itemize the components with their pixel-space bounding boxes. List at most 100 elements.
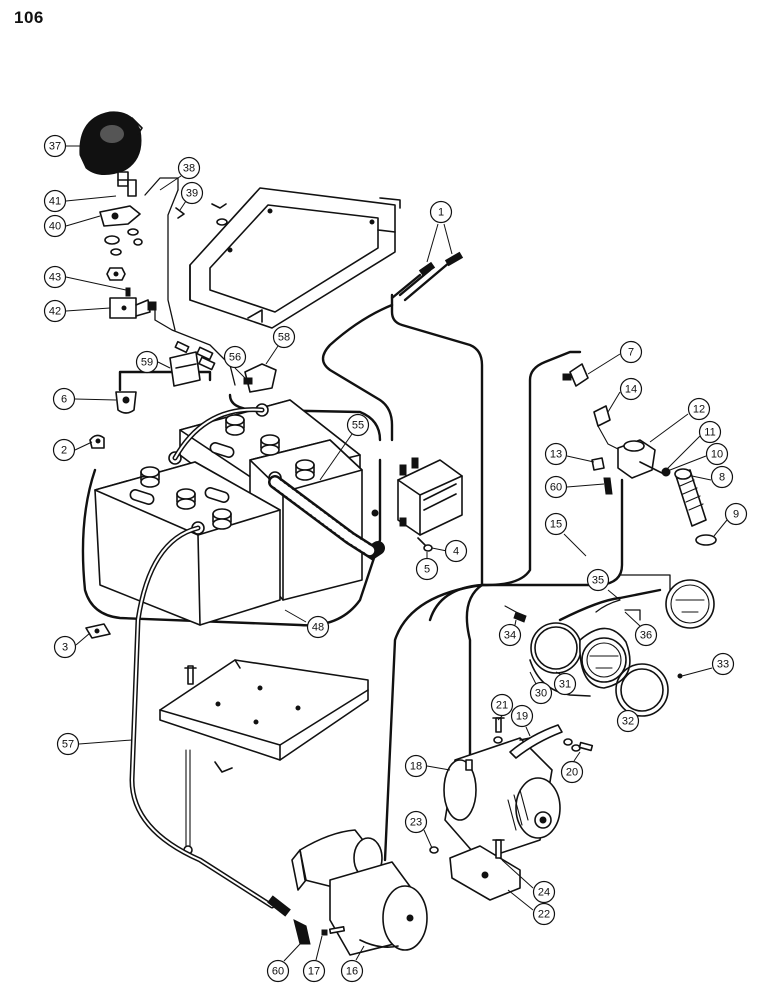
leader-line — [607, 589, 621, 601]
callout-number: 21 — [496, 700, 508, 712]
callout-10: 10 — [669, 442, 729, 471]
leader-line — [65, 215, 101, 227]
callout-number: 56 — [229, 352, 241, 364]
callout-9: 9 — [713, 502, 748, 537]
leader-line — [315, 935, 323, 961]
callout-number: 10 — [711, 449, 723, 461]
callout-5: 5 — [415, 552, 439, 581]
callout-60: 60 — [266, 943, 301, 983]
callout-circle — [272, 325, 296, 349]
callout-57: 57 — [56, 732, 133, 756]
leader-line — [566, 455, 595, 463]
callout-circle — [710, 465, 734, 489]
leader-line — [514, 619, 517, 626]
relay-switch-assembly — [562, 363, 671, 495]
callout-number: 40 — [49, 221, 61, 233]
callout-circle — [705, 442, 729, 466]
voltage-regulator — [371, 457, 463, 552]
callout-number: 13 — [550, 449, 562, 461]
callout-number: 5 — [424, 564, 430, 576]
callout-42: 42 — [43, 299, 111, 323]
callout-23: 23 — [404, 810, 433, 849]
callout-38: 38 — [159, 156, 201, 191]
callout-circle — [711, 652, 735, 676]
work-light — [79, 111, 143, 187]
battery-cables — [172, 407, 385, 561]
callout-circle — [429, 200, 453, 224]
callout-20: 20 — [560, 751, 584, 784]
callout-48: 48 — [284, 609, 330, 639]
leader-line — [587, 353, 621, 375]
callout-16: 16 — [340, 945, 365, 983]
leader-line — [507, 889, 534, 911]
leader-line — [426, 223, 439, 263]
callout-19: 19 — [510, 704, 534, 737]
callout-circle — [52, 387, 76, 411]
callout-circle — [510, 704, 534, 728]
leader-line — [423, 829, 433, 849]
callout-number: 38 — [183, 163, 195, 175]
callout-number: 34 — [504, 630, 516, 642]
leader-line — [179, 200, 187, 211]
callout-number: 16 — [346, 966, 358, 978]
callout-number: 39 — [186, 188, 198, 200]
callout-circle — [415, 557, 439, 581]
callout-6: 6 — [52, 387, 117, 411]
leader-line — [649, 413, 689, 443]
leader-line — [234, 367, 246, 379]
leader-line — [691, 475, 712, 481]
callout-number: 14 — [625, 384, 637, 396]
callout-number: 1 — [438, 207, 444, 219]
callout-number: 3 — [62, 642, 68, 654]
leader-line — [713, 519, 728, 537]
leader-line — [65, 307, 111, 312]
callout-number: 8 — [719, 472, 725, 484]
push-button-assembly — [674, 468, 717, 546]
callout-circle — [444, 539, 468, 563]
callout-circle — [306, 615, 330, 639]
leader-line — [65, 195, 117, 202]
leader-line — [501, 859, 534, 889]
leader-line — [284, 609, 307, 623]
callout-circle — [177, 156, 201, 180]
callout-number: 22 — [538, 909, 550, 921]
callout-39: 39 — [179, 181, 204, 211]
callout-number: 2 — [61, 445, 67, 457]
terminal-covers — [169, 351, 277, 393]
callout-31: 31 — [553, 671, 577, 696]
callout-circle — [404, 754, 428, 778]
callout-number: 6 — [61, 394, 67, 406]
callout-12: 12 — [649, 397, 711, 443]
leader-line — [355, 945, 365, 961]
leader-line — [573, 751, 581, 762]
leader-line — [319, 433, 353, 481]
callout-circle — [586, 568, 610, 592]
callout-number: 55 — [352, 420, 364, 432]
leader-line — [265, 345, 279, 365]
callout-number: 42 — [49, 306, 61, 318]
callout-circle — [619, 340, 643, 364]
callout-number: 37 — [49, 141, 61, 153]
callout-34: 34 — [498, 619, 522, 647]
callout-circle — [687, 397, 711, 421]
callout-circle — [43, 265, 67, 289]
leader-line — [74, 398, 117, 401]
callout-number: 20 — [566, 767, 578, 779]
callout-33: 33 — [681, 652, 735, 677]
callout-43: 43 — [43, 265, 127, 291]
callout-circle — [180, 181, 204, 205]
callout-circle — [43, 189, 67, 213]
callout-circle — [490, 693, 514, 717]
callout-number: 41 — [49, 196, 61, 208]
callout-number: 9 — [733, 509, 739, 521]
leader-line — [563, 533, 587, 557]
callout-number: 4 — [453, 546, 459, 558]
callout-15: 15 — [544, 512, 587, 557]
callout-circle — [544, 475, 568, 499]
leader-line — [529, 671, 537, 685]
small-parts-left — [85, 391, 137, 639]
page-number: 106 — [14, 8, 44, 27]
callout-11: 11 — [663, 420, 722, 473]
